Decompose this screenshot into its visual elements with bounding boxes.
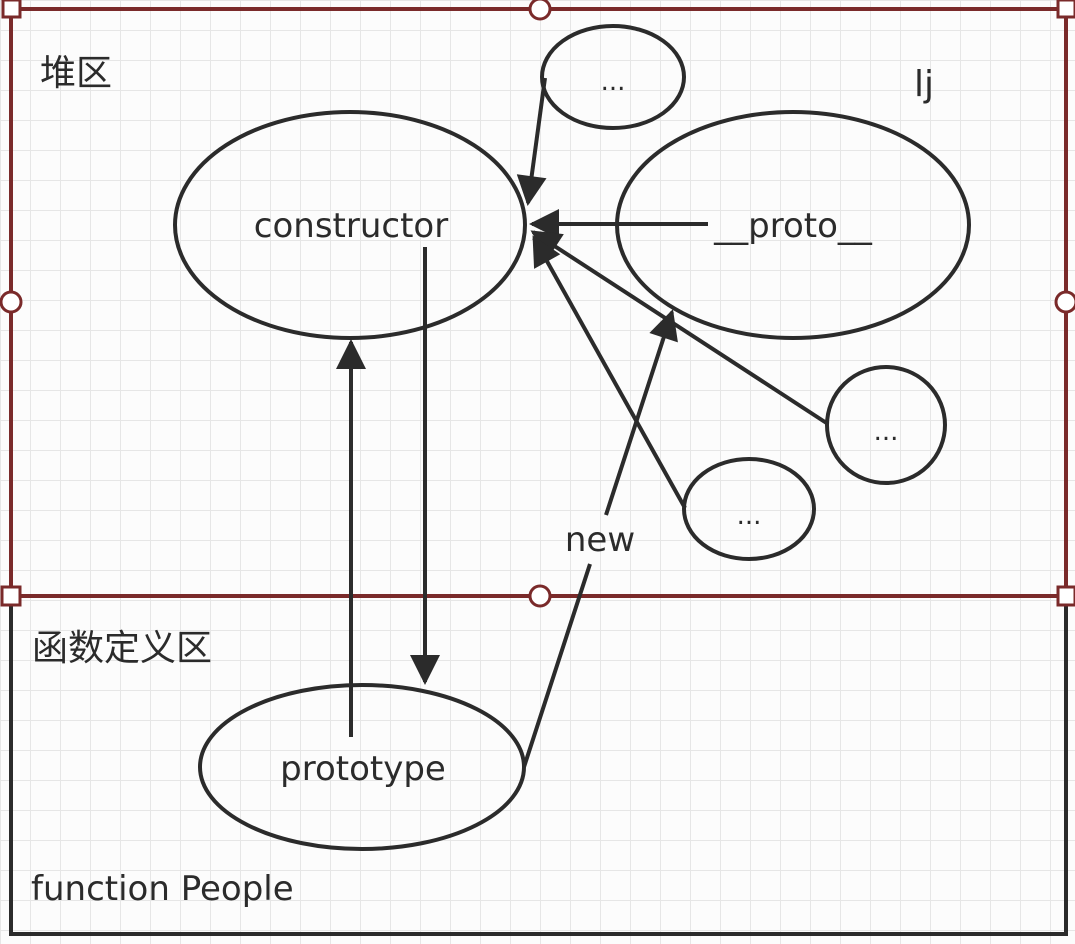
function-name-label: function People bbox=[31, 869, 294, 909]
handle-top-middle[interactable] bbox=[528, 0, 552, 21]
new-edge-label: new bbox=[565, 520, 635, 560]
handle-left-middle[interactable] bbox=[0, 290, 23, 314]
handle-bottom-left[interactable] bbox=[0, 585, 22, 607]
edge-bottom-dots-to-constructor[interactable] bbox=[532, 235, 687, 509]
constructor-label: constructor bbox=[254, 206, 448, 246]
top-dots-node[interactable] bbox=[540, 24, 686, 130]
handle-right-middle[interactable] bbox=[1054, 290, 1075, 314]
bottom-dots-node[interactable] bbox=[682, 457, 816, 561]
selection-handles[interactable] bbox=[0, 0, 1075, 608]
handle-top-left[interactable] bbox=[1, 0, 22, 19]
handle-bottom-right[interactable] bbox=[1056, 585, 1075, 607]
edge-right-dots-to-constructor[interactable] bbox=[530, 230, 830, 426]
heap-region-box[interactable] bbox=[9, 7, 1068, 598]
handle-top-right[interactable] bbox=[1056, 0, 1075, 19]
heap-region-label: 堆区 bbox=[40, 53, 112, 94]
edge-new-arrow[interactable] bbox=[604, 309, 678, 516]
top-dots-label: ... bbox=[601, 67, 626, 97]
handle-bottom-middle[interactable] bbox=[528, 584, 552, 608]
constructor-node[interactable] bbox=[173, 110, 527, 340]
edge-top-dots-to-constructor[interactable] bbox=[516, 77, 547, 206]
edge-new-prototype-to-instance[interactable] bbox=[522, 563, 592, 768]
instance-name-label: lj bbox=[914, 64, 934, 105]
prototype-label: prototype bbox=[280, 749, 446, 789]
proto-label: __proto__ bbox=[713, 206, 873, 246]
function-def-region-label: 函数定义区 bbox=[32, 628, 212, 669]
bottom-dots-label: ... bbox=[737, 501, 762, 531]
right-dots-label: ... bbox=[874, 417, 899, 447]
